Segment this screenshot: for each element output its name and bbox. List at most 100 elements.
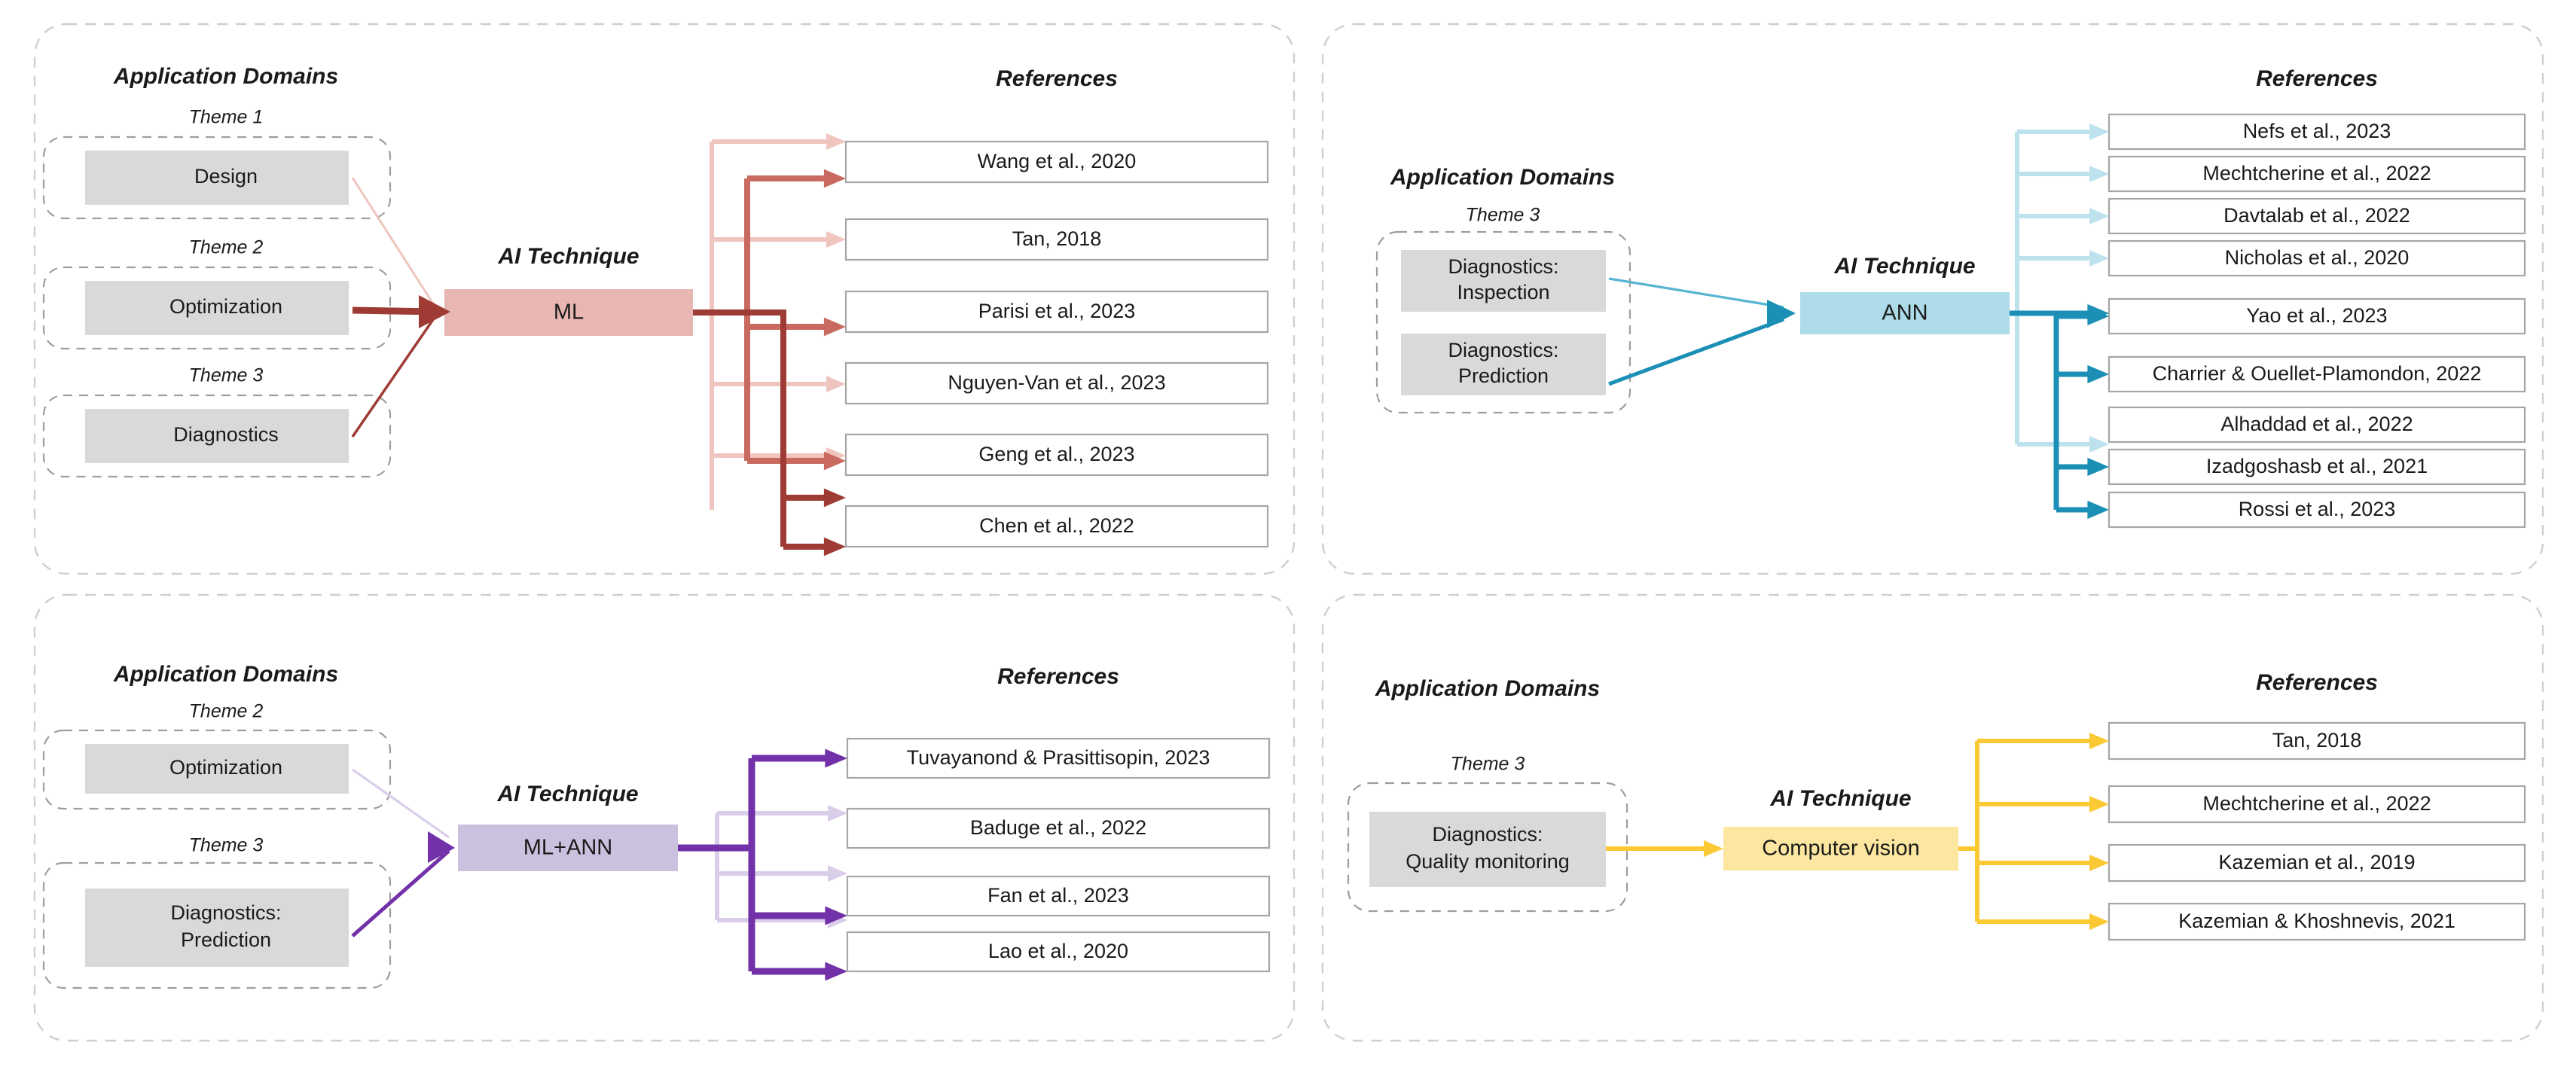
panel-ann-link-prediction	[1608, 317, 1784, 386]
panel-ml-reference-box-3[interactable]	[844, 361, 1269, 405]
panel-ann-reference-label-8: Rossi et al., 2023	[2239, 498, 2396, 520]
panel-mlann-dark-arrowhead-2	[825, 962, 847, 981]
panel-ml-reference-label-4: Geng et al., 2023	[978, 443, 1134, 465]
panel-mlann-dark-arrowhead-0	[825, 748, 847, 768]
panel-mlann-reference-box-2[interactable]	[846, 875, 1271, 917]
panel-mlann-reference-label-2: Fan et al., 2023	[987, 884, 1129, 907]
panel-ann-reference-label-3: Nicholas et al., 2020	[2225, 246, 2410, 269]
panel-ann-reference-box-4[interactable]	[2107, 297, 2526, 335]
panel-cv-arrowhead-0	[2089, 733, 2109, 749]
panel-ann-domain-label-1: Diagnostics:Prediction	[1448, 339, 1558, 387]
panel-ann-light-arrowhead-2	[2089, 208, 2109, 224]
panel-ml-theme-label-1: Theme 2	[189, 237, 264, 258]
panel-mlann-domains-heading: Application Domains	[113, 662, 338, 687]
panel-mlann-light-arrowhead-0	[828, 805, 847, 822]
panel-ann-technique-label: ANN	[1882, 301, 1927, 325]
panel-ml-theme-label-0: Theme 1	[189, 107, 264, 128]
panel-ml-mid-arrowhead-1	[823, 317, 846, 337]
panel-mlann-reference-label-0: Tuvayanond & Prasittisopin, 2023	[907, 746, 1210, 769]
panel-cv-theme-label-0: Theme 3	[1451, 754, 1525, 775]
panel-ann-domain-box-0[interactable]	[1401, 250, 1606, 312]
panel-ann-reference-box-7[interactable]	[2107, 448, 2526, 486]
panel-ml-domain-box-2[interactable]	[85, 409, 349, 463]
panel-ml-technique-box[interactable]	[444, 289, 693, 336]
panel-mlann-domain-box-1[interactable]	[85, 889, 349, 967]
panel-mlann-domain-label-0: Optimization	[169, 756, 282, 779]
panel-ml-frame	[33, 23, 1296, 575]
panel-ann-reference-box-1[interactable]	[2107, 155, 2526, 193]
panel-ml-theme-label-2: Theme 3	[189, 365, 264, 386]
panel-ann-dark-arrowhead-1	[2087, 364, 2109, 384]
panel-mlann-technique-box[interactable]	[458, 825, 678, 871]
panel-ann-yao-arrowhead	[2087, 303, 2109, 323]
panel-ann-reference-label-4: Yao et al., 2023	[2246, 304, 2387, 327]
panel-cv-domains-heading: Application Domains	[1375, 676, 1600, 701]
panel-mlann-light-arrowhead-1	[828, 865, 847, 882]
panel-mlann-theme-label-0: Theme 2	[189, 701, 264, 722]
panel-mlann-reference-box-3[interactable]	[846, 931, 1271, 973]
panel-cv-reference-box-0[interactable]	[2107, 721, 2526, 761]
panel-mlann-technique-heading: AI Technique	[496, 782, 638, 806]
panel-ml-domain-box-0[interactable]	[85, 151, 349, 205]
panel-ann-reference-label-6: Alhaddad et al., 2022	[2220, 413, 2413, 435]
panel-mlann-technique-label: ML+ANN	[523, 836, 612, 860]
panel-ml-domain-box-1[interactable]	[85, 281, 349, 335]
panel-ml-reference-box-5[interactable]	[844, 505, 1269, 548]
panel-ml-reference-label-2: Parisi et al., 2023	[978, 300, 1136, 322]
panel-ml-technique-arrowhead	[419, 295, 450, 328]
panel-mlann-references-heading: References	[997, 664, 1119, 689]
panel-ml-references-heading: References	[996, 66, 1118, 91]
panel-ann-dark-arrowhead-2	[2087, 457, 2109, 477]
panel-ann-reference-label-0: Nefs et al., 2023	[2243, 120, 2391, 142]
panel-mlann-dark-arrowhead-1	[825, 906, 847, 925]
panel-cv-reference-box-2[interactable]	[2107, 843, 2526, 883]
panel-ann-domain-box-1[interactable]	[1401, 334, 1606, 395]
panel-cv-reference-label-0: Tan, 2018	[2272, 729, 2362, 751]
panel-mlann-reference-label-1: Baduge et al., 2022	[970, 816, 1146, 839]
panel-mlann-theme-label-1: Theme 3	[189, 835, 264, 856]
panel-mlann-link-optimization	[352, 768, 450, 839]
panel-ml-reference-box-1[interactable]	[844, 218, 1269, 261]
panel-ann-domain-label-0: Diagnostics:Inspection	[1448, 255, 1558, 303]
panel-ann-reference-box-3[interactable]	[2107, 239, 2526, 277]
panel-ann-reference-box-0[interactable]	[2107, 113, 2526, 151]
panel-ann-reference-label-5: Charrier & Ouellet-Plamondon, 2022	[2153, 362, 2482, 385]
panel-ml-light-arrowhead-2	[826, 376, 846, 392]
panel-ann-reference-label-1: Mechtcherine et al., 2022	[2202, 162, 2431, 184]
panel-ann-light-arrowhead-0	[2089, 123, 2109, 140]
panel-ann-reference-label-7: Izadgoshasb et al., 2021	[2206, 455, 2428, 477]
panel-mlann-technique-arrowhead	[428, 831, 455, 863]
panel-cv-reference-label-3: Kazemian & Khoshnevis, 2021	[2178, 910, 2455, 932]
panel-cv-domain-box-0[interactable]	[1369, 812, 1606, 887]
panel-ann-theme-label-0: Theme 3	[1466, 205, 1540, 226]
panel-ml-reference-label-5: Chen et al., 2022	[979, 514, 1134, 537]
panel-mlann-domain-box-0[interactable]	[85, 744, 349, 794]
panel-cv-references-heading: References	[2256, 670, 2378, 695]
panel-cv-technique-box[interactable]	[1723, 827, 1958, 870]
panel-ml-reference-label-0: Wang et al., 2020	[978, 150, 1137, 172]
panel-ml-domain-label-0: Design	[194, 165, 258, 187]
panel-ml-reference-box-0[interactable]	[844, 140, 1269, 184]
panel-cv-theme-group-0	[1347, 782, 1628, 913]
panel-cv-reference-box-1[interactable]	[2107, 785, 2526, 824]
panel-ml-technique-label: ML	[554, 300, 584, 325]
panel-cv-arrowhead-2	[2089, 855, 2109, 871]
panel-ann-reference-box-6[interactable]	[2107, 406, 2526, 444]
panel-ml-ann-frame	[33, 593, 1296, 1042]
panel-ann-theme-group-0	[1375, 230, 1631, 414]
panel-computer-vision-frame	[1321, 593, 2544, 1042]
panel-ml-light-arrowhead-1	[826, 231, 846, 248]
panel-ml-dark-arrowhead-1	[823, 537, 846, 556]
panel-cv-technique-label: Computer vision	[1762, 837, 1920, 861]
panel-ml-reference-box-4[interactable]	[844, 433, 1269, 477]
panel-mlann-reference-box-1[interactable]	[846, 807, 1271, 849]
panel-ml-dark-arrowhead-0	[823, 488, 846, 508]
panel-ml-reference-box-2[interactable]	[844, 290, 1269, 334]
panel-ml-domain-label-2: Diagnostics	[173, 423, 279, 446]
panel-ann-dark-arrowhead-3	[2087, 500, 2109, 520]
panel-mlann-link-prediction	[351, 849, 450, 937]
panel-ann-reference-box-2[interactable]	[2107, 197, 2526, 235]
panel-mlann-theme-group-0	[42, 729, 392, 810]
panel-ann-technique-box[interactable]	[1800, 292, 2010, 334]
panel-ann-frame	[1321, 23, 2544, 575]
